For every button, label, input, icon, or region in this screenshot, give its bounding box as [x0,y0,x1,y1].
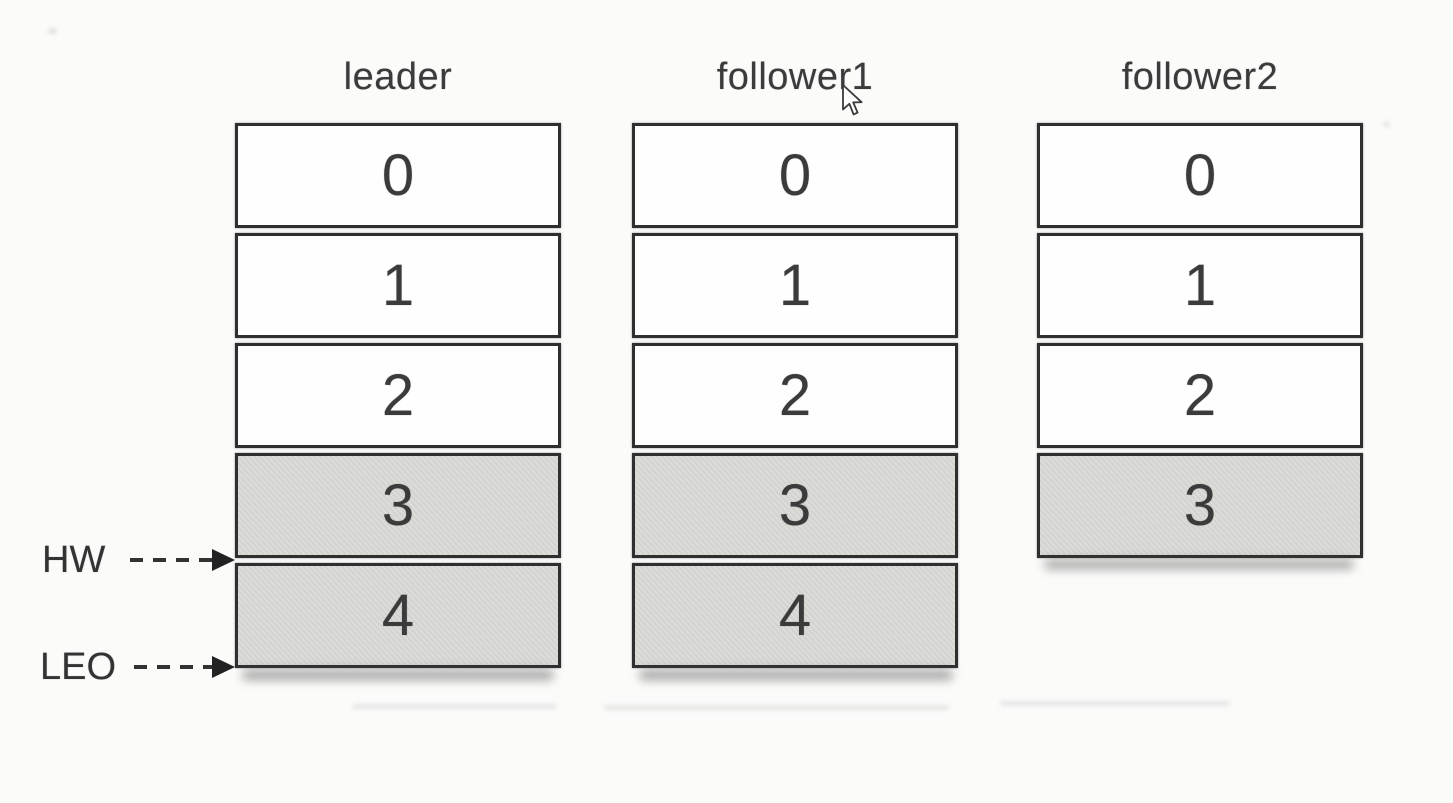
column-follower2: follower2 0 1 2 3 [1037,56,1363,558]
log-entry: 3 [1037,453,1363,558]
log-entry-offset: 1 [1183,253,1217,318]
hw-label: HW [42,538,106,581]
log-entry: 2 [235,343,561,448]
scan-artifact [48,28,57,34]
log-entry: 3 [235,453,561,558]
log-entry-offset: 2 [381,363,415,428]
column-title-follower2: follower2 [1121,56,1279,98]
hw-marker: HW [42,538,236,582]
log-entry: 1 [235,233,561,338]
log-entry-offset: 4 [381,583,415,648]
scan-artifact [604,705,949,710]
log-entry-offset: 1 [381,253,415,318]
log-entry: 1 [1037,233,1363,338]
log-entry: 4 [632,563,958,668]
log-entry-offset: 2 [778,363,812,428]
log-stack-follower1: 0 1 2 3 4 [632,123,958,668]
log-entry: 0 [235,123,561,228]
log-entry-offset: 0 [1183,143,1217,208]
log-entry-offset: 3 [1183,473,1217,538]
log-entry-offset: 3 [778,473,812,538]
leo-marker: LEO [40,645,236,689]
log-entry-offset: 1 [778,253,812,318]
log-entry: 1 [632,233,958,338]
scan-shadow [242,670,554,680]
log-entry: 2 [1037,343,1363,448]
log-entry-offset: 3 [381,473,415,538]
scan-shadow [639,670,953,680]
leo-label: LEO [40,645,117,688]
column-follower1: follower1 0 1 2 3 4 [632,56,958,668]
log-entry-offset: 4 [778,583,812,648]
log-stack-follower2: 0 1 2 3 [1037,123,1363,558]
log-stack-leader: 0 1 2 3 4 [235,123,561,668]
scan-artifact [1000,701,1230,706]
log-entry: 0 [1037,123,1363,228]
column-title-follower1: follower1 [716,56,874,98]
log-entry: 0 [632,123,958,228]
scan-artifact [1383,122,1390,127]
log-entry-offset: 2 [1183,363,1217,428]
dashed-arrow-icon [134,656,235,678]
column-leader: leader 0 1 2 3 4 [235,56,561,668]
log-entry-offset: 0 [381,143,415,208]
log-entry-offset: 0 [778,143,812,208]
log-entry: 3 [632,453,958,558]
column-title-leader: leader [343,56,453,98]
log-entry: 4 [235,563,561,668]
dashed-arrow-icon [130,549,235,571]
log-entry: 2 [632,343,958,448]
mouse-cursor-icon [842,84,863,116]
scan-artifact [352,704,557,709]
scan-shadow [1044,560,1354,569]
